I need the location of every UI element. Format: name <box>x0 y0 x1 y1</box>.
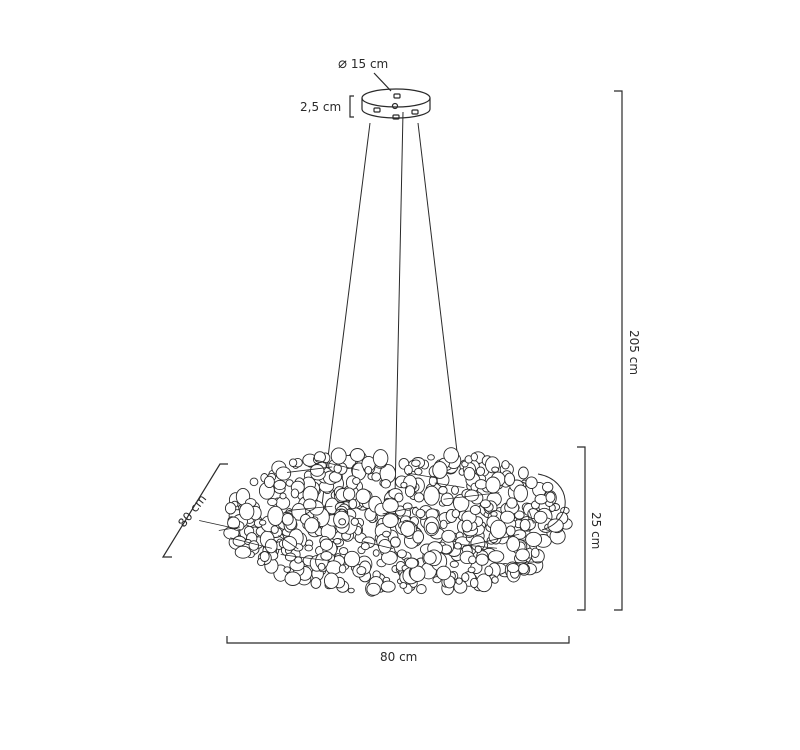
dimension-brackets <box>161 90 623 644</box>
canopy-height-label: 2,5 cm <box>300 100 342 114</box>
shade-width-label: 80 cm <box>380 650 418 664</box>
shade-height-label: 25 cm <box>589 512 603 550</box>
bubble-cluster-shade <box>199 447 573 597</box>
canopy-diameter-value: 15 cm <box>350 57 389 71</box>
diameter-symbol-icon: ⌀ <box>338 54 348 72</box>
suspension-cables <box>321 111 459 506</box>
ceiling-canopy <box>349 72 431 120</box>
total-height-label: 205 cm <box>627 330 641 376</box>
diameter-label: ⌀ 15 cm <box>338 56 388 71</box>
